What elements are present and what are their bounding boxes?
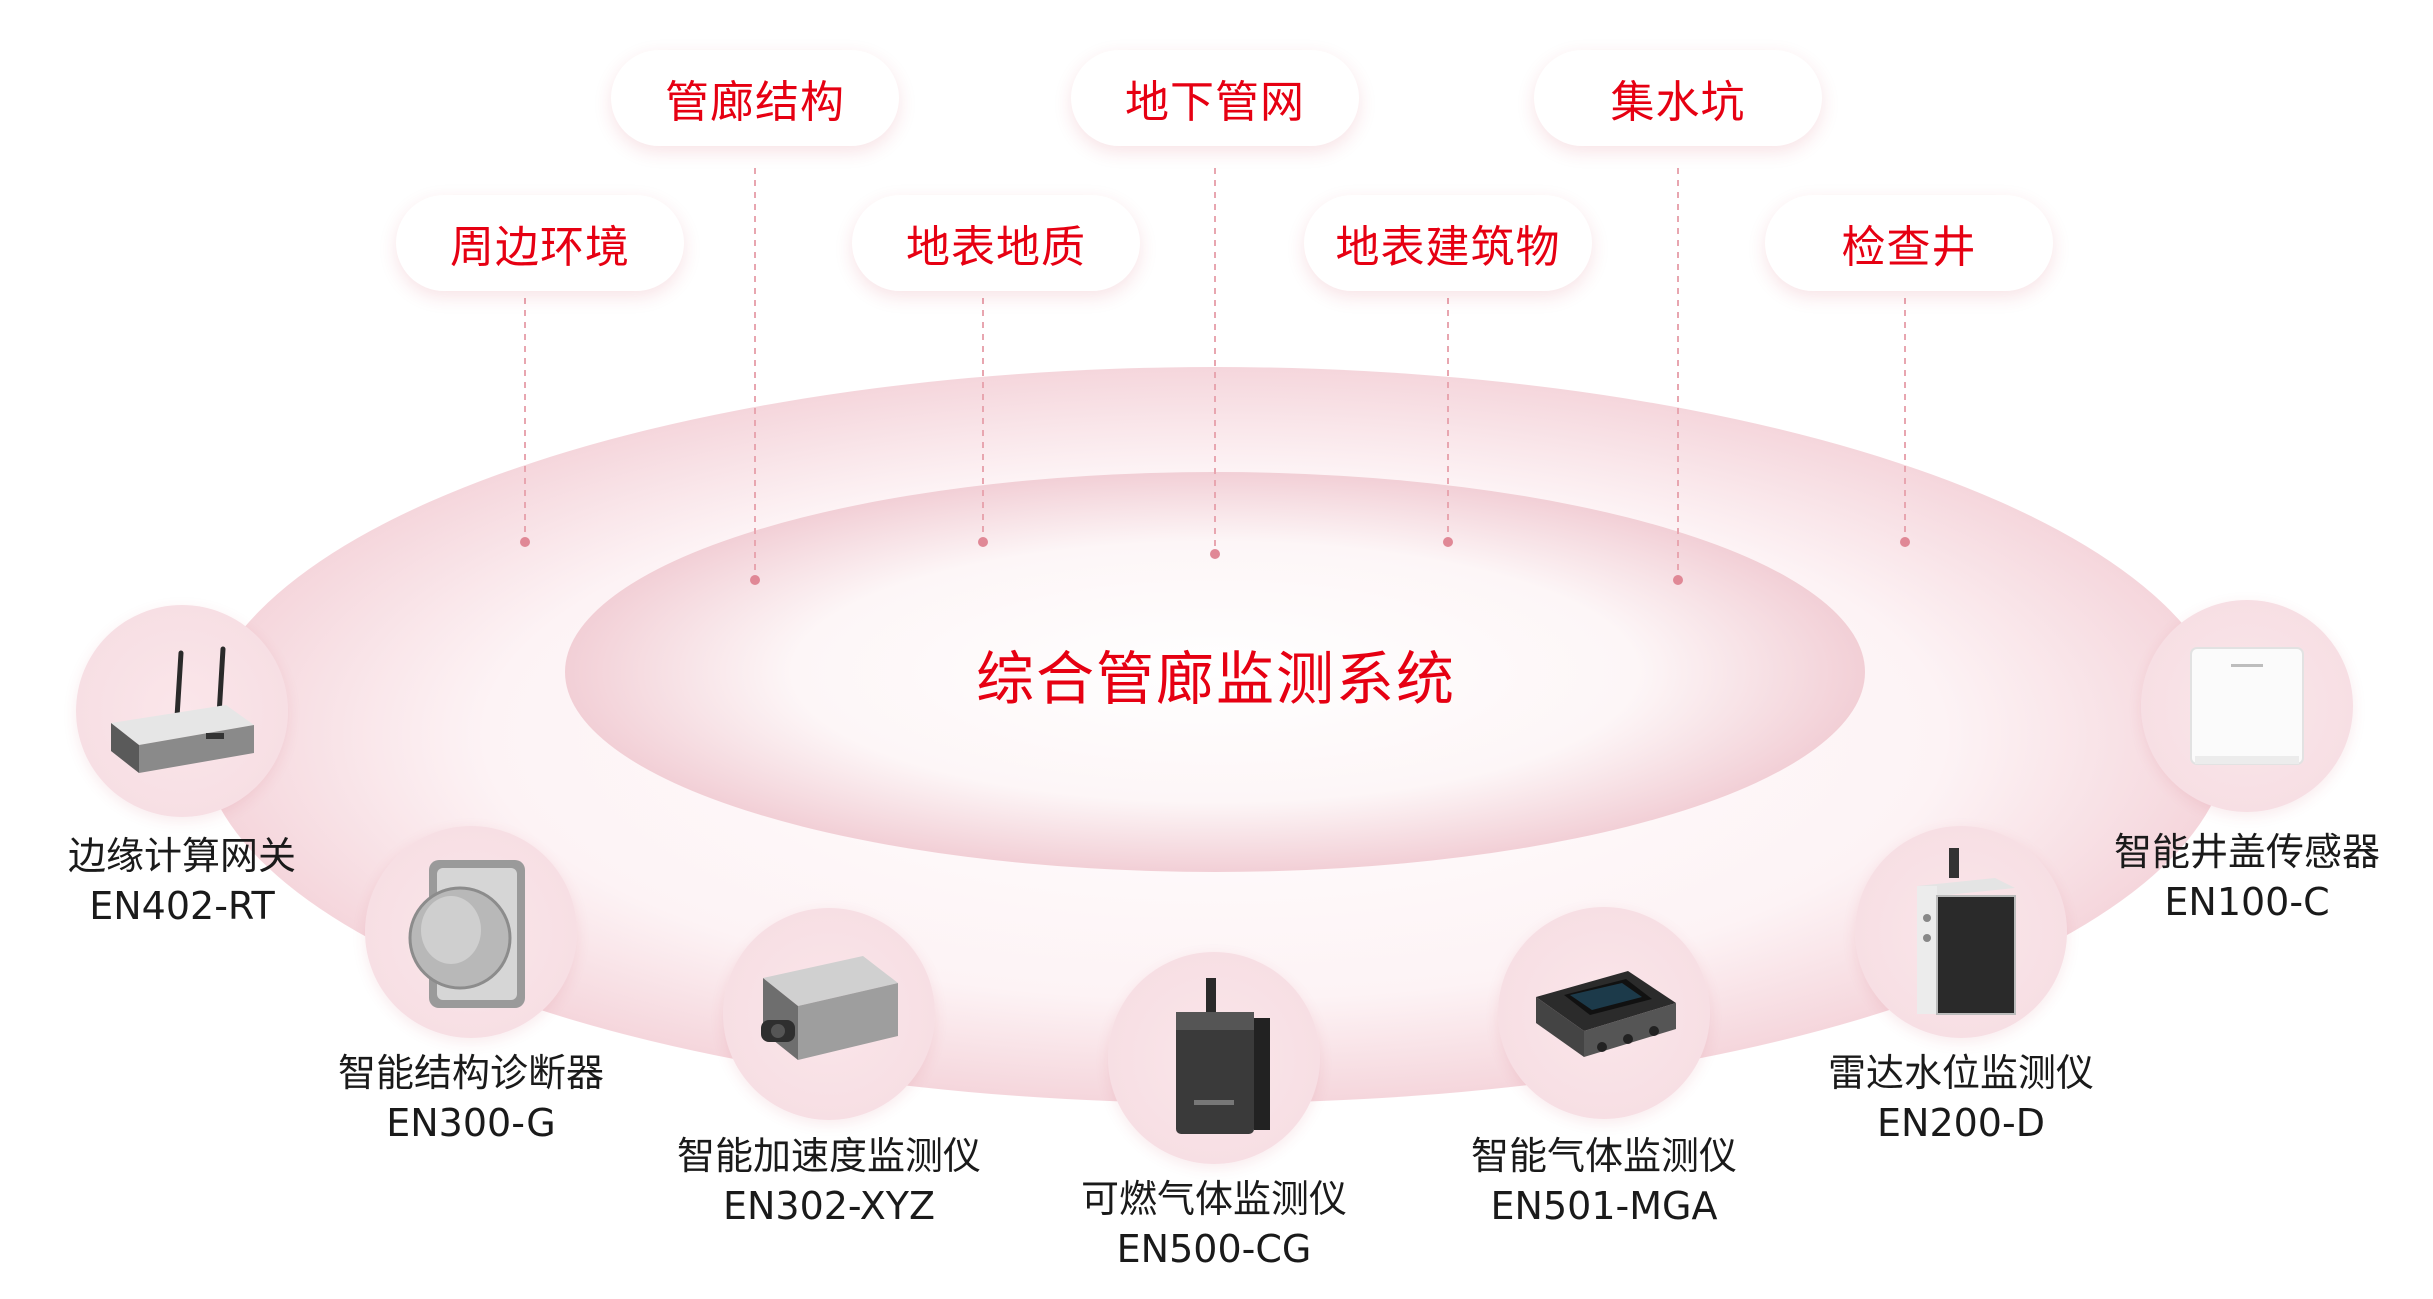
device-label-edge-gateway: 边缘计算网关 EN402-RT <box>0 831 402 931</box>
device-model: EN402-RT <box>89 884 275 928</box>
manhole-cover-sensor-icon <box>2190 647 2304 765</box>
device-label-structure-diagnostic: 智能结构诊断器 EN300-G <box>251 1048 691 1148</box>
structure-diagnostic-device-icon <box>408 860 525 1008</box>
radar-water-level-icon <box>1917 848 2016 1015</box>
device-label-gas-monitor: 智能气体监测仪 EN501-MGA <box>1384 1131 1824 1231</box>
device-name: 边缘计算网关 <box>67 834 296 878</box>
device-name: 智能井盖传感器 <box>2113 830 2380 874</box>
connector-dot <box>1673 575 1683 585</box>
device-name: 智能气体监测仪 <box>1470 1134 1737 1178</box>
device-label-manhole-sensor: 智能井盖传感器 EN100-C <box>2027 827 2433 927</box>
combustible-gas-monitor-icon <box>1176 978 1270 1134</box>
connector-dots <box>520 537 1910 585</box>
connector-dot <box>1443 537 1453 547</box>
category-pill-sump: 集水坑 <box>1534 50 1822 146</box>
edge-gateway-router-icon <box>111 646 254 773</box>
device-model: EN500-CG <box>1116 1227 1312 1271</box>
category-pill-underground-pipes: 地下管网 <box>1071 50 1359 146</box>
category-pill-surface-buildings: 地表建筑物 <box>1304 195 1592 291</box>
connector-dot <box>750 575 760 585</box>
device-label-combustible-gas: 可燃气体监测仪 EN500-CG <box>994 1174 1434 1274</box>
category-pill-surroundings: 周边环境 <box>396 195 684 291</box>
connector-dot <box>1900 537 1910 547</box>
inner-ring <box>565 472 1865 872</box>
device-model: EN200-D <box>1877 1101 2045 1145</box>
device-name: 智能加速度监测仪 <box>676 1134 981 1178</box>
device-model: EN302-XYZ <box>722 1184 936 1228</box>
device-name: 雷达水位监测仪 <box>1827 1051 2094 1095</box>
device-name: 智能结构诊断器 <box>337 1051 604 1095</box>
device-node-edge-gateway <box>76 605 288 817</box>
device-label-radar-level: 雷达水位监测仪 EN200-D <box>1741 1048 2181 1148</box>
device-name: 可燃气体监测仪 <box>1080 1177 1347 1221</box>
device-model: EN300-G <box>386 1101 556 1145</box>
connector-dot <box>1210 549 1220 559</box>
system-title: 综合管廊监测系统 <box>975 645 1456 713</box>
category-pill-corridor-structure: 管廊结构 <box>611 50 899 146</box>
accelerometer-box-icon <box>761 956 898 1060</box>
category-pill-inspection-well: 检查井 <box>1765 195 2053 291</box>
gas-monitor-panel-icon <box>1536 971 1676 1057</box>
device-model: EN100-C <box>2164 880 2330 924</box>
device-model: EN501-MGA <box>1490 1184 1718 1228</box>
device-label-accelerometer: 智能加速度监测仪 EN302-XYZ <box>609 1131 1049 1231</box>
connector-dot <box>520 537 530 547</box>
connectors <box>524 168 1906 578</box>
connector-dot <box>978 537 988 547</box>
category-pill-surface-geology: 地表地质 <box>852 195 1140 291</box>
